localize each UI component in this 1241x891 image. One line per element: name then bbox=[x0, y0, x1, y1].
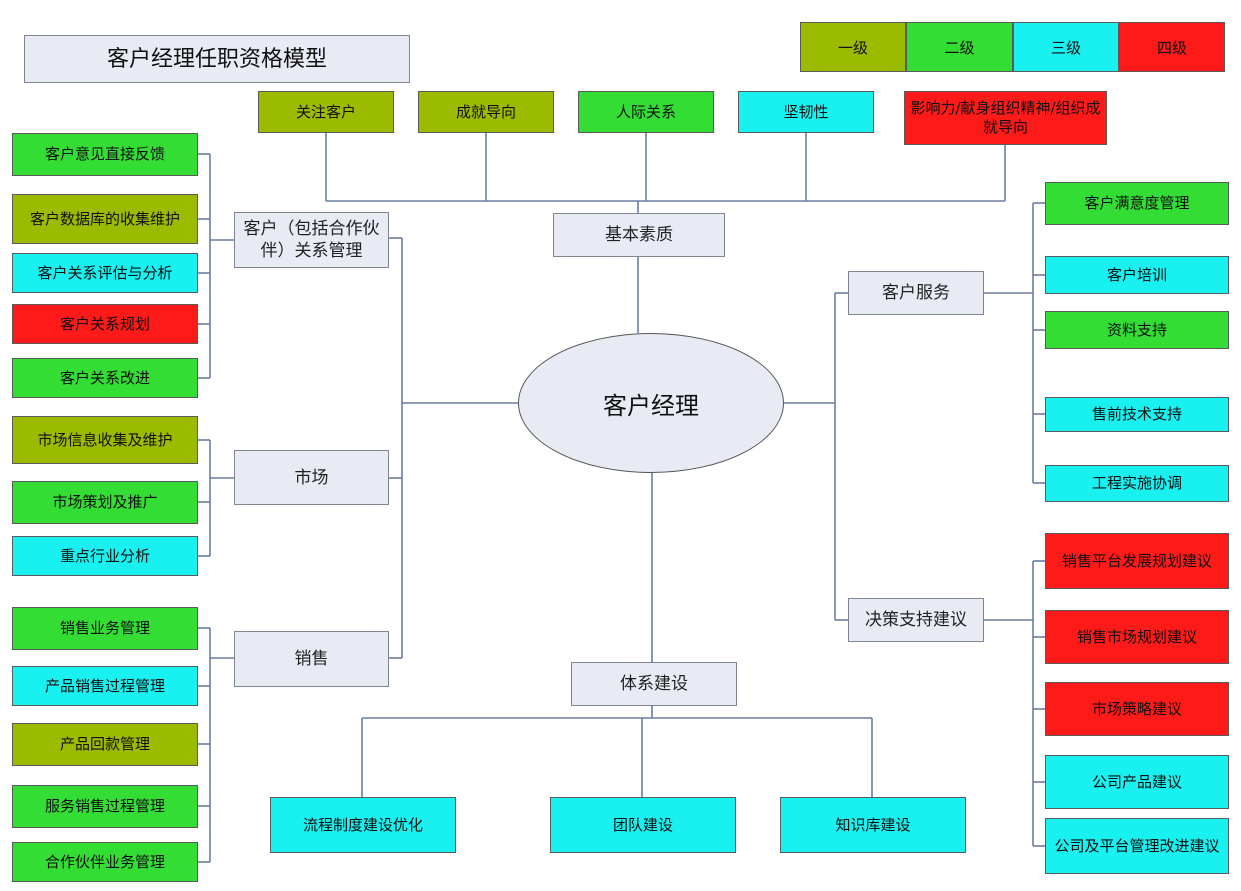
service-item: 售前技术支持 bbox=[1045, 397, 1229, 432]
decision-item: 销售市场规划建议 bbox=[1045, 610, 1229, 664]
relationship-item: 客户关系改进 bbox=[12, 358, 198, 398]
market-item: 市场策划及推广 bbox=[12, 481, 198, 524]
category-sales: 销售 bbox=[234, 631, 389, 687]
sales-item: 服务销售过程管理 bbox=[12, 785, 198, 828]
system-item: 团队建设 bbox=[550, 797, 736, 853]
category-decision-support: 决策支持建议 bbox=[848, 598, 984, 642]
relationship-item: 客户关系规划 bbox=[12, 304, 198, 344]
category-customer-relationship: 客户（包括合作伙伴）关系管理 bbox=[234, 212, 389, 268]
market-item: 市场信息收集及维护 bbox=[12, 416, 198, 464]
decision-item: 市场策略建议 bbox=[1045, 682, 1229, 736]
sales-item: 合作伙伴业务管理 bbox=[12, 842, 198, 882]
sales-item: 产品回款管理 bbox=[12, 723, 198, 766]
basic-item: 人际关系 bbox=[578, 91, 714, 133]
category-system-building: 体系建设 bbox=[571, 662, 737, 706]
basic-item: 影响力/献身组织精神/组织成就导向 bbox=[904, 91, 1107, 145]
legend-level-4: 四级 bbox=[1119, 22, 1225, 72]
category-basic-qualities: 基本素质 bbox=[553, 213, 725, 257]
service-item: 资料支持 bbox=[1045, 311, 1229, 349]
decision-item: 公司产品建议 bbox=[1045, 755, 1229, 809]
market-item: 重点行业分析 bbox=[12, 536, 198, 576]
relationship-item: 客户关系评估与分析 bbox=[12, 253, 198, 293]
legend-level-2: 二级 bbox=[906, 22, 1013, 72]
legend-level-3: 三级 bbox=[1013, 22, 1119, 72]
service-item: 客户满意度管理 bbox=[1045, 182, 1229, 225]
basic-item: 坚韧性 bbox=[738, 91, 874, 133]
system-item: 知识库建设 bbox=[780, 797, 966, 853]
system-item: 流程制度建设优化 bbox=[270, 797, 456, 853]
category-customer-service: 客户服务 bbox=[848, 271, 984, 315]
relationship-item: 客户意见直接反馈 bbox=[12, 133, 198, 176]
service-item: 工程实施协调 bbox=[1045, 465, 1229, 502]
sales-item: 销售业务管理 bbox=[12, 607, 198, 650]
decision-item: 公司及平台管理改进建议 bbox=[1045, 818, 1229, 874]
service-item: 客户培训 bbox=[1045, 256, 1229, 294]
page-title: 客户经理任职资格模型 bbox=[24, 35, 410, 83]
basic-item: 关注客户 bbox=[258, 91, 394, 133]
basic-item: 成就导向 bbox=[418, 91, 554, 133]
relationship-item: 客户数据库的收集维护 bbox=[12, 194, 198, 244]
legend-level-1: 一级 bbox=[800, 22, 906, 72]
center-node: 客户经理 bbox=[518, 333, 784, 473]
decision-item: 销售平台发展规划建议 bbox=[1045, 533, 1229, 589]
category-market: 市场 bbox=[234, 450, 389, 505]
sales-item: 产品销售过程管理 bbox=[12, 666, 198, 706]
